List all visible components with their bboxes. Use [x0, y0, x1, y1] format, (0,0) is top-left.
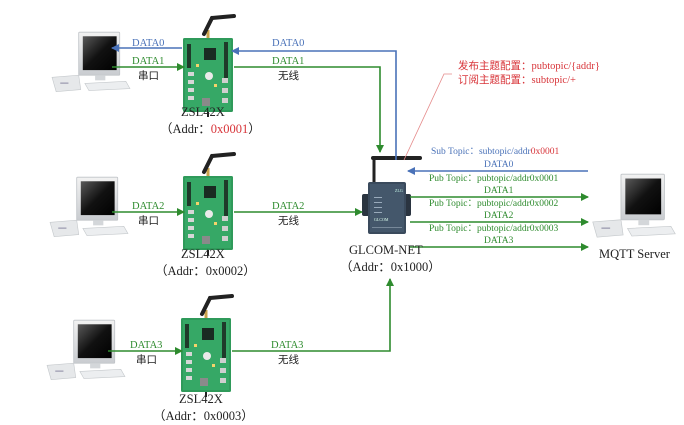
svg-text:GLCOM: GLCOM: [374, 217, 389, 222]
label-wireless-up-row3: DATA3: [271, 340, 304, 351]
label-wireless-up-row2: DATA2: [272, 201, 305, 212]
pub-topic-3: Pub Topic：pubtopic/addr0x0003: [429, 224, 559, 235]
label-serial-up-row3: DATA3: [130, 340, 163, 351]
gateway-device-icon: ZLG GLCOM: [362, 156, 422, 234]
addr-value: 0x0003: [203, 409, 242, 423]
addr-value: 0x0001: [210, 122, 249, 136]
desktop-computer-icon: [51, 31, 131, 93]
topic-kind: Sub Topic：: [431, 147, 479, 157]
addr-prefix: （Addr：: [160, 122, 211, 136]
device-addr-gateway: （Addr：0x1000）: [340, 261, 441, 274]
addr-suffix: ）: [243, 264, 256, 278]
desktop-computer-icon: [49, 176, 129, 238]
label-serial-up-row2: DATA2: [132, 201, 165, 212]
device-addr-zsl1: （Addr：0x0001）: [160, 123, 261, 136]
device-name-mqtt-server: MQTT Server: [599, 247, 670, 261]
sub-topic-data: DATA0: [484, 160, 514, 170]
desktop-computer-icon: [46, 319, 126, 381]
pub-topic-1-data: DATA1: [484, 186, 514, 196]
label-serial-medium-row1: 串口: [138, 71, 159, 82]
addr-suffix: ）: [248, 122, 261, 136]
topic-path: subtopic/addr: [478, 147, 531, 157]
label-serial-down-row1: DATA0: [132, 38, 165, 49]
addr-prefix: （Addr：: [153, 409, 204, 423]
topic-path: pubtopic/addr0x0002: [476, 199, 559, 209]
circuit-board-icon: [179, 294, 234, 399]
circuit-board-icon: [181, 14, 236, 119]
topic-kind: Pub Topic：: [429, 174, 477, 184]
label-wireless-down-row1: DATA0: [272, 38, 305, 49]
link-wireless-up-row1: [234, 66, 384, 153]
config-sub-topic: 订阅主题配置：subtopic/+: [458, 75, 576, 87]
addr-value: 0x0002: [205, 264, 244, 278]
device-addr-zsl2: （Addr：0x0002）: [155, 265, 256, 278]
label-wireless-up-row1: DATA1: [272, 56, 305, 67]
device-name-zsl1: ZSL42X: [181, 105, 225, 119]
topic-kind: Pub Topic：: [429, 199, 477, 209]
label-serial-up-row1: DATA1: [132, 56, 165, 67]
config-pub-label: 发布主题配置：: [458, 61, 532, 72]
config-pub-value: pubtopic/{addr}: [531, 61, 600, 72]
link-wireless-down-row1: [231, 47, 397, 160]
config-callout-leader: [403, 73, 452, 161]
desktop-computer-icon: [592, 173, 676, 238]
topic-path: pubtopic/addr0x0001: [476, 174, 559, 184]
device-name-gateway: GLCOM-NET: [349, 243, 423, 257]
label-serial-medium-row2: 串口: [138, 216, 159, 227]
config-pub-topic: 发布主题配置：pubtopic/{addr}: [458, 61, 600, 73]
label-serial-medium-row3: 串口: [136, 355, 157, 366]
config-sub-label: 订阅主题配置：: [458, 75, 532, 86]
pub-topic-1: Pub Topic：pubtopic/addr0x0001: [429, 174, 559, 185]
addr-value: 0x1000: [390, 260, 429, 274]
addr-suffix: ）: [241, 409, 254, 423]
link-wireless-up-row3: [232, 278, 394, 352]
addr-suffix: ）: [428, 260, 441, 274]
svg-text:ZLG: ZLG: [395, 188, 403, 193]
sub-topic-label: Sub Topic：subtopic/addr0x0001: [431, 147, 560, 158]
topic-kind: Pub Topic：: [429, 224, 477, 234]
label-wireless-medium-row3: 无线: [278, 355, 299, 366]
circuit-board-icon: [181, 152, 236, 257]
device-name-zsl3: ZSL42X: [179, 392, 223, 406]
config-sub-value: subtopic/+: [531, 75, 576, 86]
pub-topic-2: Pub Topic：pubtopic/addr0x0002: [429, 199, 559, 210]
pub-topic-3-data: DATA3: [484, 236, 514, 246]
addr-prefix: （Addr：: [155, 264, 206, 278]
device-addr-zsl3: （Addr：0x0003）: [153, 410, 254, 423]
label-wireless-medium-row1: 无线: [278, 71, 299, 82]
device-name-zsl2: ZSL42X: [181, 247, 225, 261]
addr-prefix: （Addr：: [340, 260, 391, 274]
pub-topic-2-data: DATA2: [484, 211, 514, 221]
label-wireless-medium-row2: 无线: [278, 216, 299, 227]
topic-path: pubtopic/addr0x0003: [476, 224, 559, 234]
topic-addr: 0x0001: [530, 147, 560, 157]
